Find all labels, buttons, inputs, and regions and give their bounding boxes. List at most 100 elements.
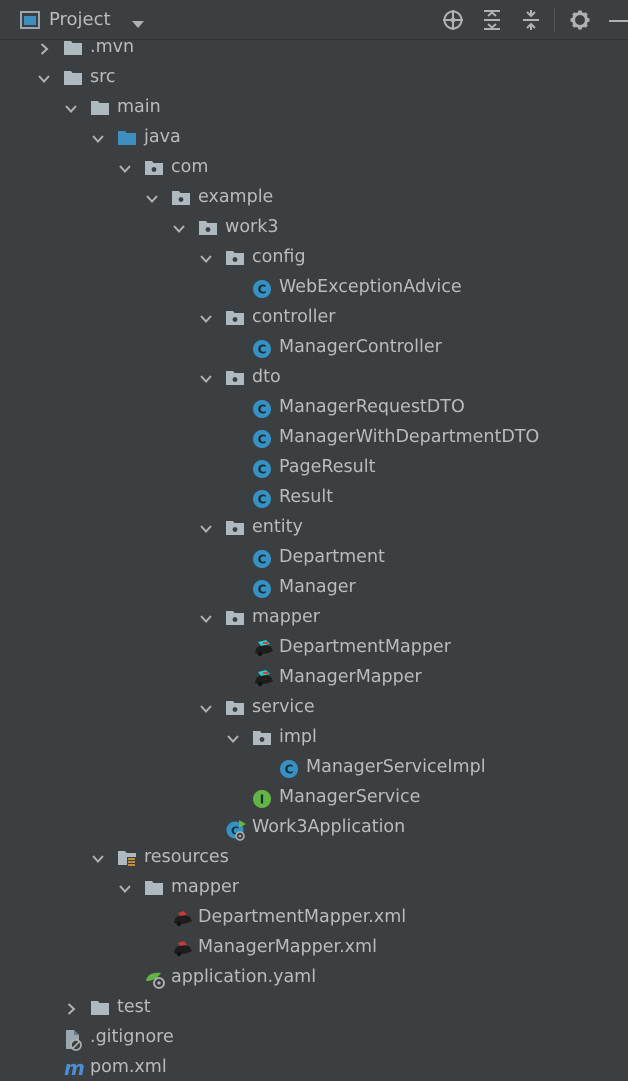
tree-node[interactable]: .gitignore — [0, 1023, 628, 1053]
package-icon — [225, 519, 245, 537]
minimize-icon[interactable] — [606, 9, 628, 31]
package-icon — [252, 729, 272, 747]
tree-node[interactable]: .mvn — [0, 33, 628, 63]
tree-node-label: application.yaml — [171, 967, 317, 987]
tree-node-label: mapper — [171, 877, 239, 897]
tree-node[interactable]: ManagerMapper.xml — [0, 933, 628, 963]
chevron-down-icon[interactable] — [118, 881, 132, 895]
tree-node[interactable]: resources — [0, 843, 628, 873]
tree-node-label: mapper — [252, 607, 320, 627]
chevron-down-icon[interactable] — [118, 161, 132, 175]
chevron-right-icon[interactable] — [64, 1001, 78, 1015]
tree-node[interactable]: controller — [0, 303, 628, 333]
locate-target-icon[interactable] — [442, 9, 464, 31]
tree-node[interactable]: config — [0, 243, 628, 273]
svg-text:C: C — [258, 583, 267, 597]
tree-node[interactable]: java — [0, 123, 628, 153]
folder-icon — [90, 99, 110, 117]
spring-yaml-icon — [144, 969, 165, 989]
mybatis-xml-icon — [171, 909, 192, 927]
tree-node[interactable]: mapper — [0, 873, 628, 903]
tree-node-label: Work3Application — [252, 817, 406, 837]
tree-node[interactable]: main — [0, 93, 628, 123]
folder-icon — [63, 69, 83, 87]
chevron-down-icon[interactable] — [199, 611, 213, 625]
svg-text:C: C — [258, 553, 267, 567]
tree-node[interactable]: src — [0, 63, 628, 93]
tree-node-label: .gitignore — [90, 1027, 174, 1047]
chevron-down-icon[interactable] — [37, 71, 51, 85]
tree-node-label: PageResult — [279, 457, 376, 477]
tree-node[interactable]: ManagerMapper — [0, 663, 628, 693]
tree-node[interactable]: example — [0, 183, 628, 213]
tree-node[interactable]: com — [0, 153, 628, 183]
tree-node[interactable]: C WebExceptionAdvice — [0, 273, 628, 303]
class-icon: C — [252, 459, 272, 478]
gear-icon[interactable] — [569, 9, 591, 31]
chevron-down-icon[interactable] — [199, 521, 213, 535]
project-tool-window-header: Project — [0, 0, 628, 40]
tree-node-label: Result — [279, 487, 334, 507]
chevron-down-icon[interactable] — [199, 251, 213, 265]
svg-text:I: I — [260, 793, 264, 807]
folder-icon — [63, 39, 83, 57]
chevron-down-icon[interactable] — [199, 311, 213, 325]
svg-text:C: C — [258, 463, 267, 477]
tree-node[interactable]: service — [0, 693, 628, 723]
tree-node[interactable]: application.yaml — [0, 963, 628, 993]
svg-text:C: C — [258, 343, 267, 357]
chevron-down-icon[interactable] — [91, 131, 105, 145]
collapse-all-icon[interactable] — [520, 9, 542, 31]
tree-node-label: .mvn — [90, 37, 135, 57]
package-icon — [225, 249, 245, 267]
project-view-title[interactable]: Project — [49, 9, 111, 30]
mybatis-mapper-icon — [252, 639, 273, 657]
class-icon: C — [252, 279, 272, 298]
tree-node[interactable]: entity — [0, 513, 628, 543]
chevron-down-icon[interactable] — [91, 851, 105, 865]
tree-node-label: WebExceptionAdvice — [279, 277, 462, 297]
tree-node[interactable]: work3 — [0, 213, 628, 243]
tree-node[interactable]: DepartmentMapper — [0, 633, 628, 663]
expand-all-icon[interactable] — [481, 9, 503, 31]
tree-node[interactable]: C PageResult — [0, 453, 628, 483]
chevron-down-icon[interactable] — [172, 221, 186, 235]
tree-node-label: DepartmentMapper — [279, 637, 451, 657]
class-icon: C — [252, 399, 272, 418]
tree-node[interactable]: C Department — [0, 543, 628, 573]
tree-node[interactable]: DepartmentMapper.xml — [0, 903, 628, 933]
tree-node[interactable]: test — [0, 993, 628, 1023]
tree-node-label: example — [198, 187, 274, 207]
chevron-down-icon[interactable] — [199, 701, 213, 715]
tree-node[interactable]: mapper — [0, 603, 628, 633]
interface-icon: I — [252, 789, 272, 808]
chevron-right-icon[interactable] — [37, 41, 51, 55]
tree-node-label: impl — [279, 727, 317, 747]
chevron-down-icon[interactable] — [199, 371, 213, 385]
tree-node-label: pom.xml — [90, 1057, 167, 1077]
tree-node-label: Department — [279, 547, 385, 567]
gitignore-file-icon — [63, 1029, 83, 1051]
class-icon: C — [252, 429, 272, 448]
svg-text:C: C — [258, 433, 267, 447]
class-icon: C — [252, 339, 272, 358]
tree-node[interactable]: impl — [0, 723, 628, 753]
mybatis-xml-icon — [171, 939, 192, 957]
chevron-down-icon[interactable] — [64, 101, 78, 115]
tree-node[interactable]: dto — [0, 363, 628, 393]
chevron-down-icon[interactable] — [131, 15, 145, 34]
package-icon — [198, 219, 218, 237]
chevron-down-icon[interactable] — [226, 731, 240, 745]
chevron-down-icon[interactable] — [145, 191, 159, 205]
tree-node-label: test — [117, 997, 151, 1017]
